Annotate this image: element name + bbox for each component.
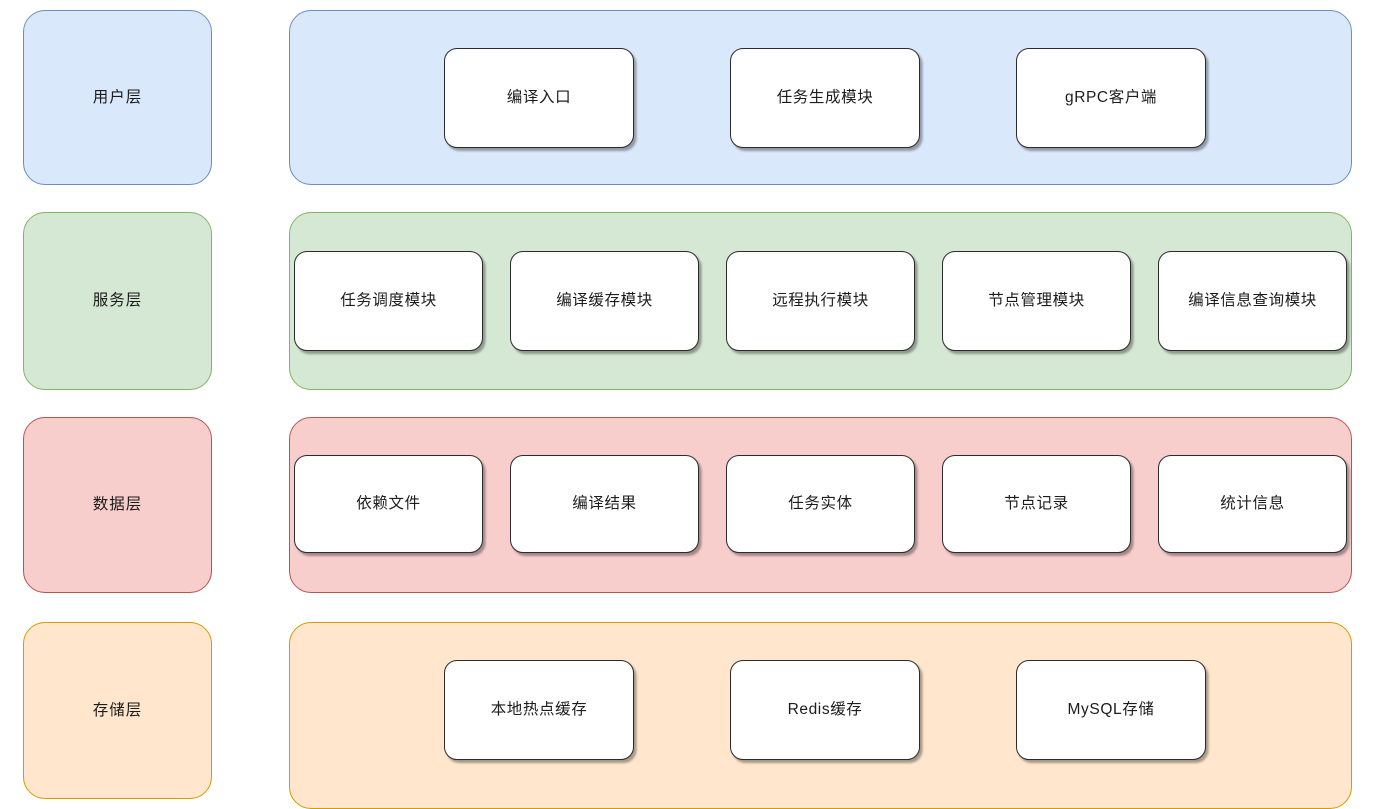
module-card-label: 编译缓存模块	[556, 292, 653, 310]
module-card[interactable]: Redis缓存	[730, 660, 920, 760]
module-card[interactable]: 节点记录	[942, 455, 1131, 553]
module-card-label: gRPC客户端	[1064, 89, 1158, 107]
module-card-label: 编译结果	[572, 495, 637, 513]
layer-label-user: 用户层	[23, 10, 212, 185]
module-card[interactable]: 编译信息查询模块	[1158, 251, 1347, 351]
module-card[interactable]: 编译缓存模块	[510, 251, 699, 351]
module-card-label: 编译信息查询模块	[1188, 292, 1317, 310]
layer-label-text: 存储层	[92, 701, 143, 719]
module-card[interactable]: 统计信息	[1158, 455, 1347, 553]
module-card[interactable]: 编译入口	[444, 48, 634, 148]
layer-label-text: 服务层	[92, 292, 143, 310]
layer-label-service: 服务层	[23, 212, 212, 390]
module-card[interactable]: 远程执行模块	[726, 251, 915, 351]
module-card[interactable]: 任务调度模块	[294, 251, 483, 351]
module-card-label: 节点管理模块	[988, 292, 1085, 310]
layer-label-storage: 存储层	[23, 622, 212, 799]
module-card[interactable]: 任务实体	[726, 455, 915, 553]
module-card-label: 本地热点缓存	[490, 701, 588, 719]
module-card-label: 统计信息	[1220, 495, 1285, 513]
module-card-label: 远程执行模块	[772, 292, 869, 310]
module-card[interactable]: 编译结果	[510, 455, 699, 553]
module-card-label: 任务生成模块	[776, 89, 874, 107]
module-card[interactable]: gRPC客户端	[1016, 48, 1206, 148]
module-card-label: Redis缓存	[787, 701, 863, 719]
module-card-label: 编译入口	[506, 89, 572, 107]
module-card-label: MySQL存储	[1067, 701, 1155, 719]
layer-label-text: 用户层	[92, 88, 143, 106]
module-card[interactable]: 依赖文件	[294, 455, 483, 553]
module-card[interactable]: 任务生成模块	[730, 48, 920, 148]
module-card-label: 任务实体	[788, 495, 853, 513]
layer-label-text: 数据层	[92, 496, 143, 514]
module-card-label: 节点记录	[1004, 495, 1069, 513]
module-card-label: 依赖文件	[356, 495, 421, 513]
module-card[interactable]: 节点管理模块	[942, 251, 1131, 351]
module-card-label: 任务调度模块	[340, 292, 437, 310]
module-card[interactable]: 本地热点缓存	[444, 660, 634, 760]
layer-label-data: 数据层	[23, 417, 212, 593]
module-card[interactable]: MySQL存储	[1016, 660, 1206, 760]
